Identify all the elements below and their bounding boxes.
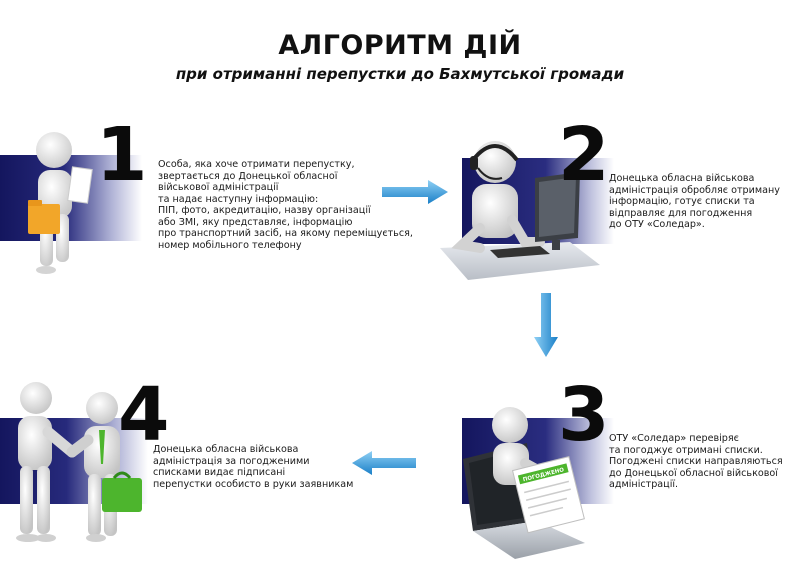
page-title: АЛГОРИТМ ДІЙ (278, 30, 522, 61)
step1-text: Особа, яка хоче отримати перепустку, зве… (158, 159, 413, 251)
step2-text: Донецька обласна військова адміністрація… (609, 173, 780, 230)
step4-text: Донецька обласна військова адміністрація… (153, 444, 354, 490)
person-in-laptop-with-document-icon: ПОГОДЖЕНО (463, 407, 585, 559)
arrow-down-icon (534, 293, 558, 357)
step3-number: 3 (558, 372, 610, 458)
step1-number: 1 (96, 112, 148, 198)
person-with-folder-icon (28, 132, 93, 274)
operator-at-computer-icon (440, 141, 600, 280)
arrow-right-icon (382, 180, 448, 204)
arrow-left-icon (352, 451, 416, 475)
step3-text: ОТУ «Соледар» перевіряє та погоджує отри… (609, 433, 783, 490)
step2-number: 2 (558, 112, 610, 198)
page-subtitle: при отриманні перепустки до Бахмутської … (175, 65, 625, 83)
handshake-icon (16, 382, 142, 542)
step4-number: 4 (118, 372, 170, 458)
